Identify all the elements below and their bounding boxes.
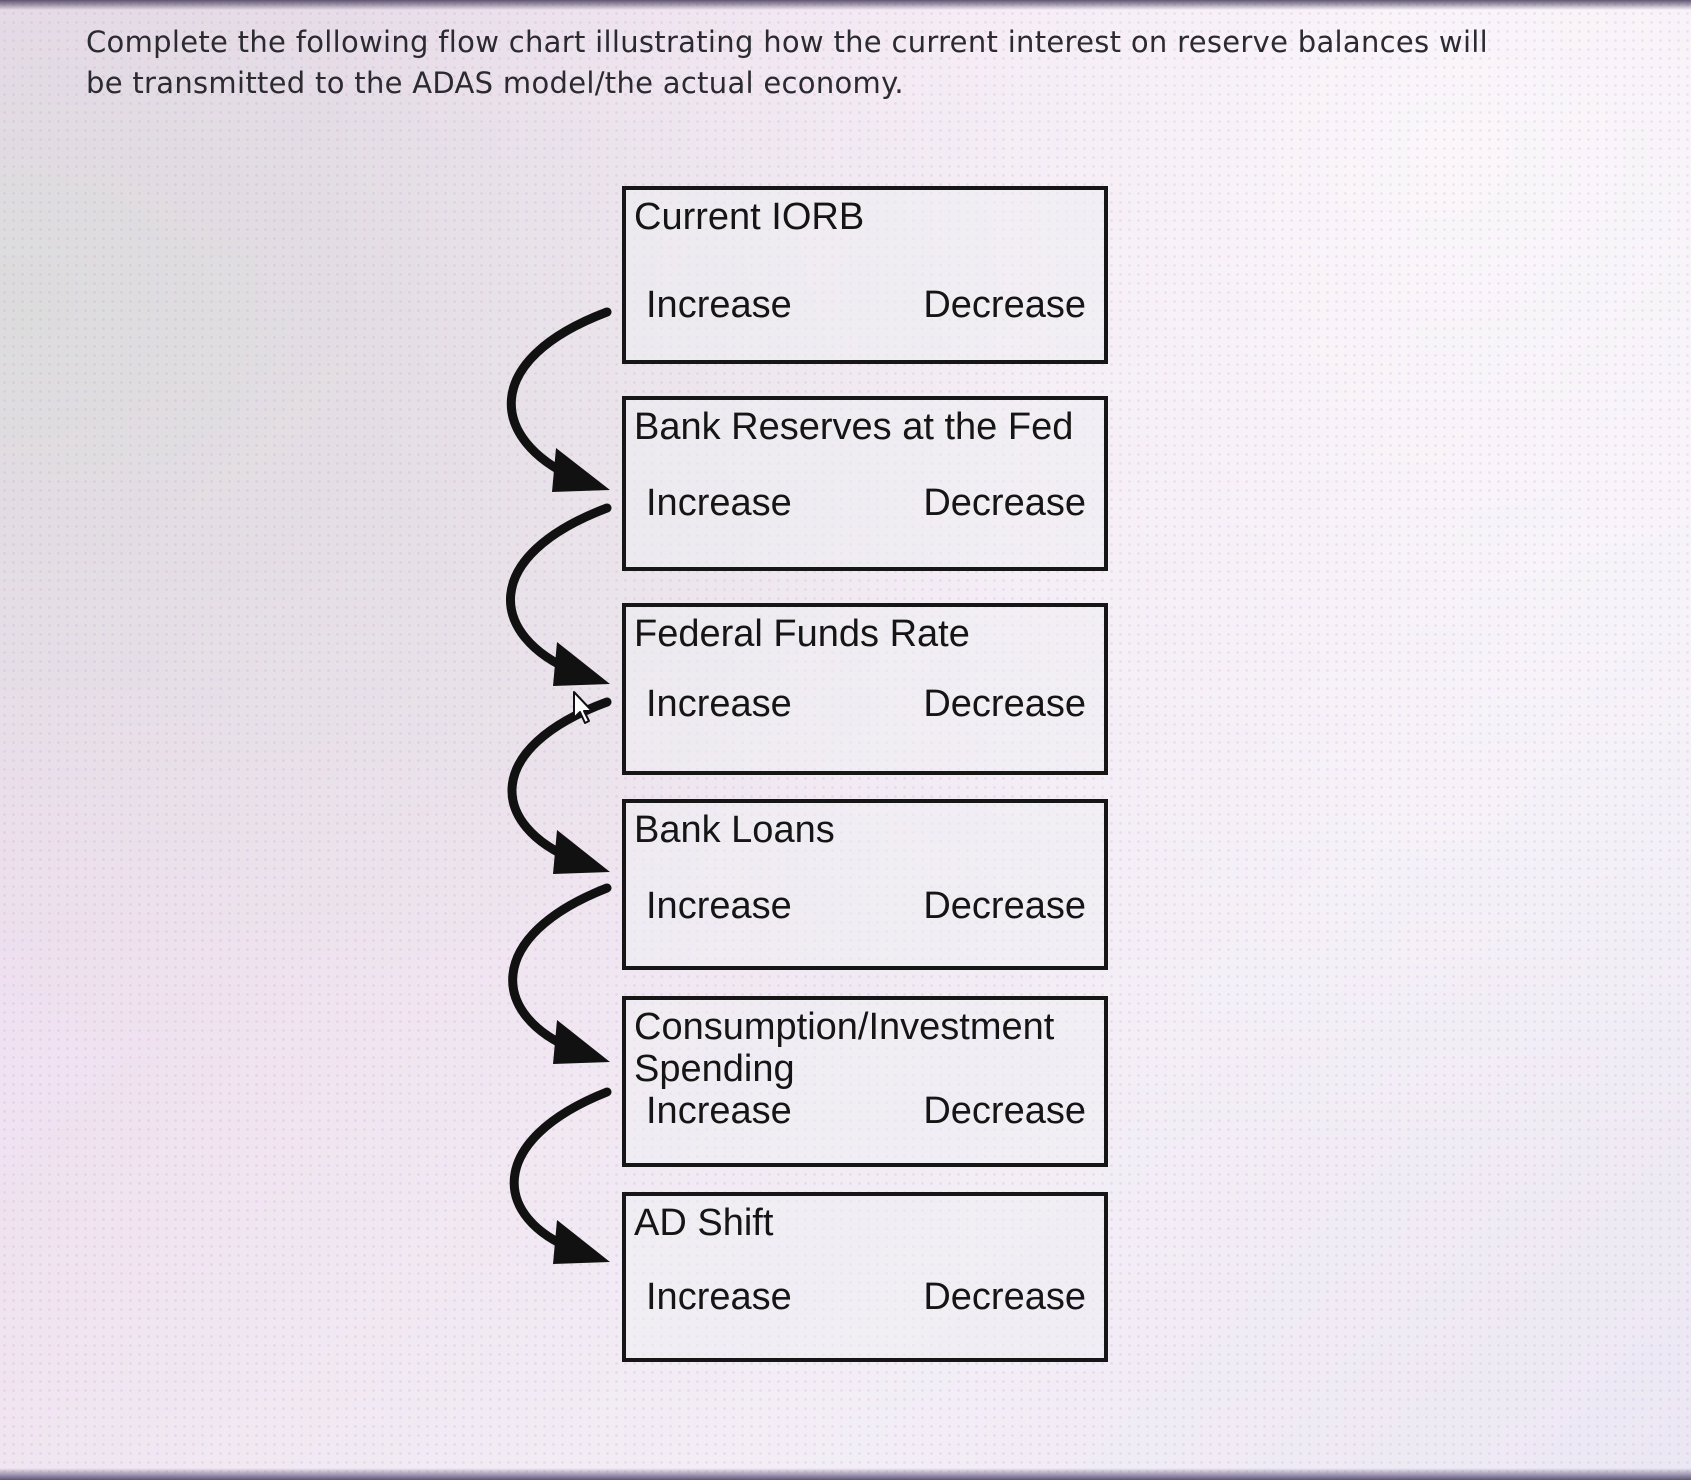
increase-option[interactable]: Increase <box>646 1276 792 1318</box>
flow-box-bank-reserves: Bank Reserves at the Fed Increase Decrea… <box>622 396 1108 571</box>
flow-box-bank-loans: Bank Loans Increase Decrease <box>622 799 1108 970</box>
box-title: AD Shift <box>634 1202 774 1244</box>
curved-arrow-icon <box>507 697 612 874</box>
box-title: Federal Funds Rate <box>634 613 970 655</box>
screen-top-edge <box>0 0 1691 10</box>
screen-bottom-edge <box>0 1468 1691 1480</box>
decrease-option[interactable]: Decrease <box>923 1276 1086 1318</box>
box-title: Consumption/Investment Spending <box>634 1006 1055 1090</box>
increase-option[interactable]: Increase <box>646 1090 792 1132</box>
flow-box-current-iorb: Current IORB Increase Decrease <box>622 186 1108 364</box>
increase-option[interactable]: Increase <box>646 683 792 725</box>
curved-arrow-icon <box>506 503 612 686</box>
instructions-text: Complete the following flow chart illust… <box>86 25 1489 100</box>
mouse-pointer-icon <box>573 691 593 724</box>
box-title: Current IORB <box>634 196 865 238</box>
curved-arrow-icon <box>508 883 612 1064</box>
increase-option[interactable]: Increase <box>646 284 792 326</box>
flow-box-consumption-investment: Consumption/Investment Spending Increase… <box>622 996 1108 1167</box>
flow-box-federal-funds-rate: Federal Funds Rate Increase Decrease <box>622 603 1108 775</box>
box-title: Bank Loans <box>634 809 835 851</box>
decrease-option[interactable]: Decrease <box>923 1090 1086 1132</box>
curved-arrow-icon <box>509 1087 612 1264</box>
increase-option[interactable]: Increase <box>646 482 792 524</box>
flow-box-ad-shift: AD Shift Increase Decrease <box>622 1192 1108 1362</box>
curved-arrow-icon <box>507 307 612 492</box>
increase-option[interactable]: Increase <box>646 885 792 927</box>
decrease-option[interactable]: Decrease <box>923 885 1086 927</box>
decrease-option[interactable]: Decrease <box>923 482 1086 524</box>
decrease-option[interactable]: Decrease <box>923 284 1086 326</box>
decrease-option[interactable]: Decrease <box>923 683 1086 725</box>
box-title: Bank Reserves at the Fed <box>634 406 1074 448</box>
